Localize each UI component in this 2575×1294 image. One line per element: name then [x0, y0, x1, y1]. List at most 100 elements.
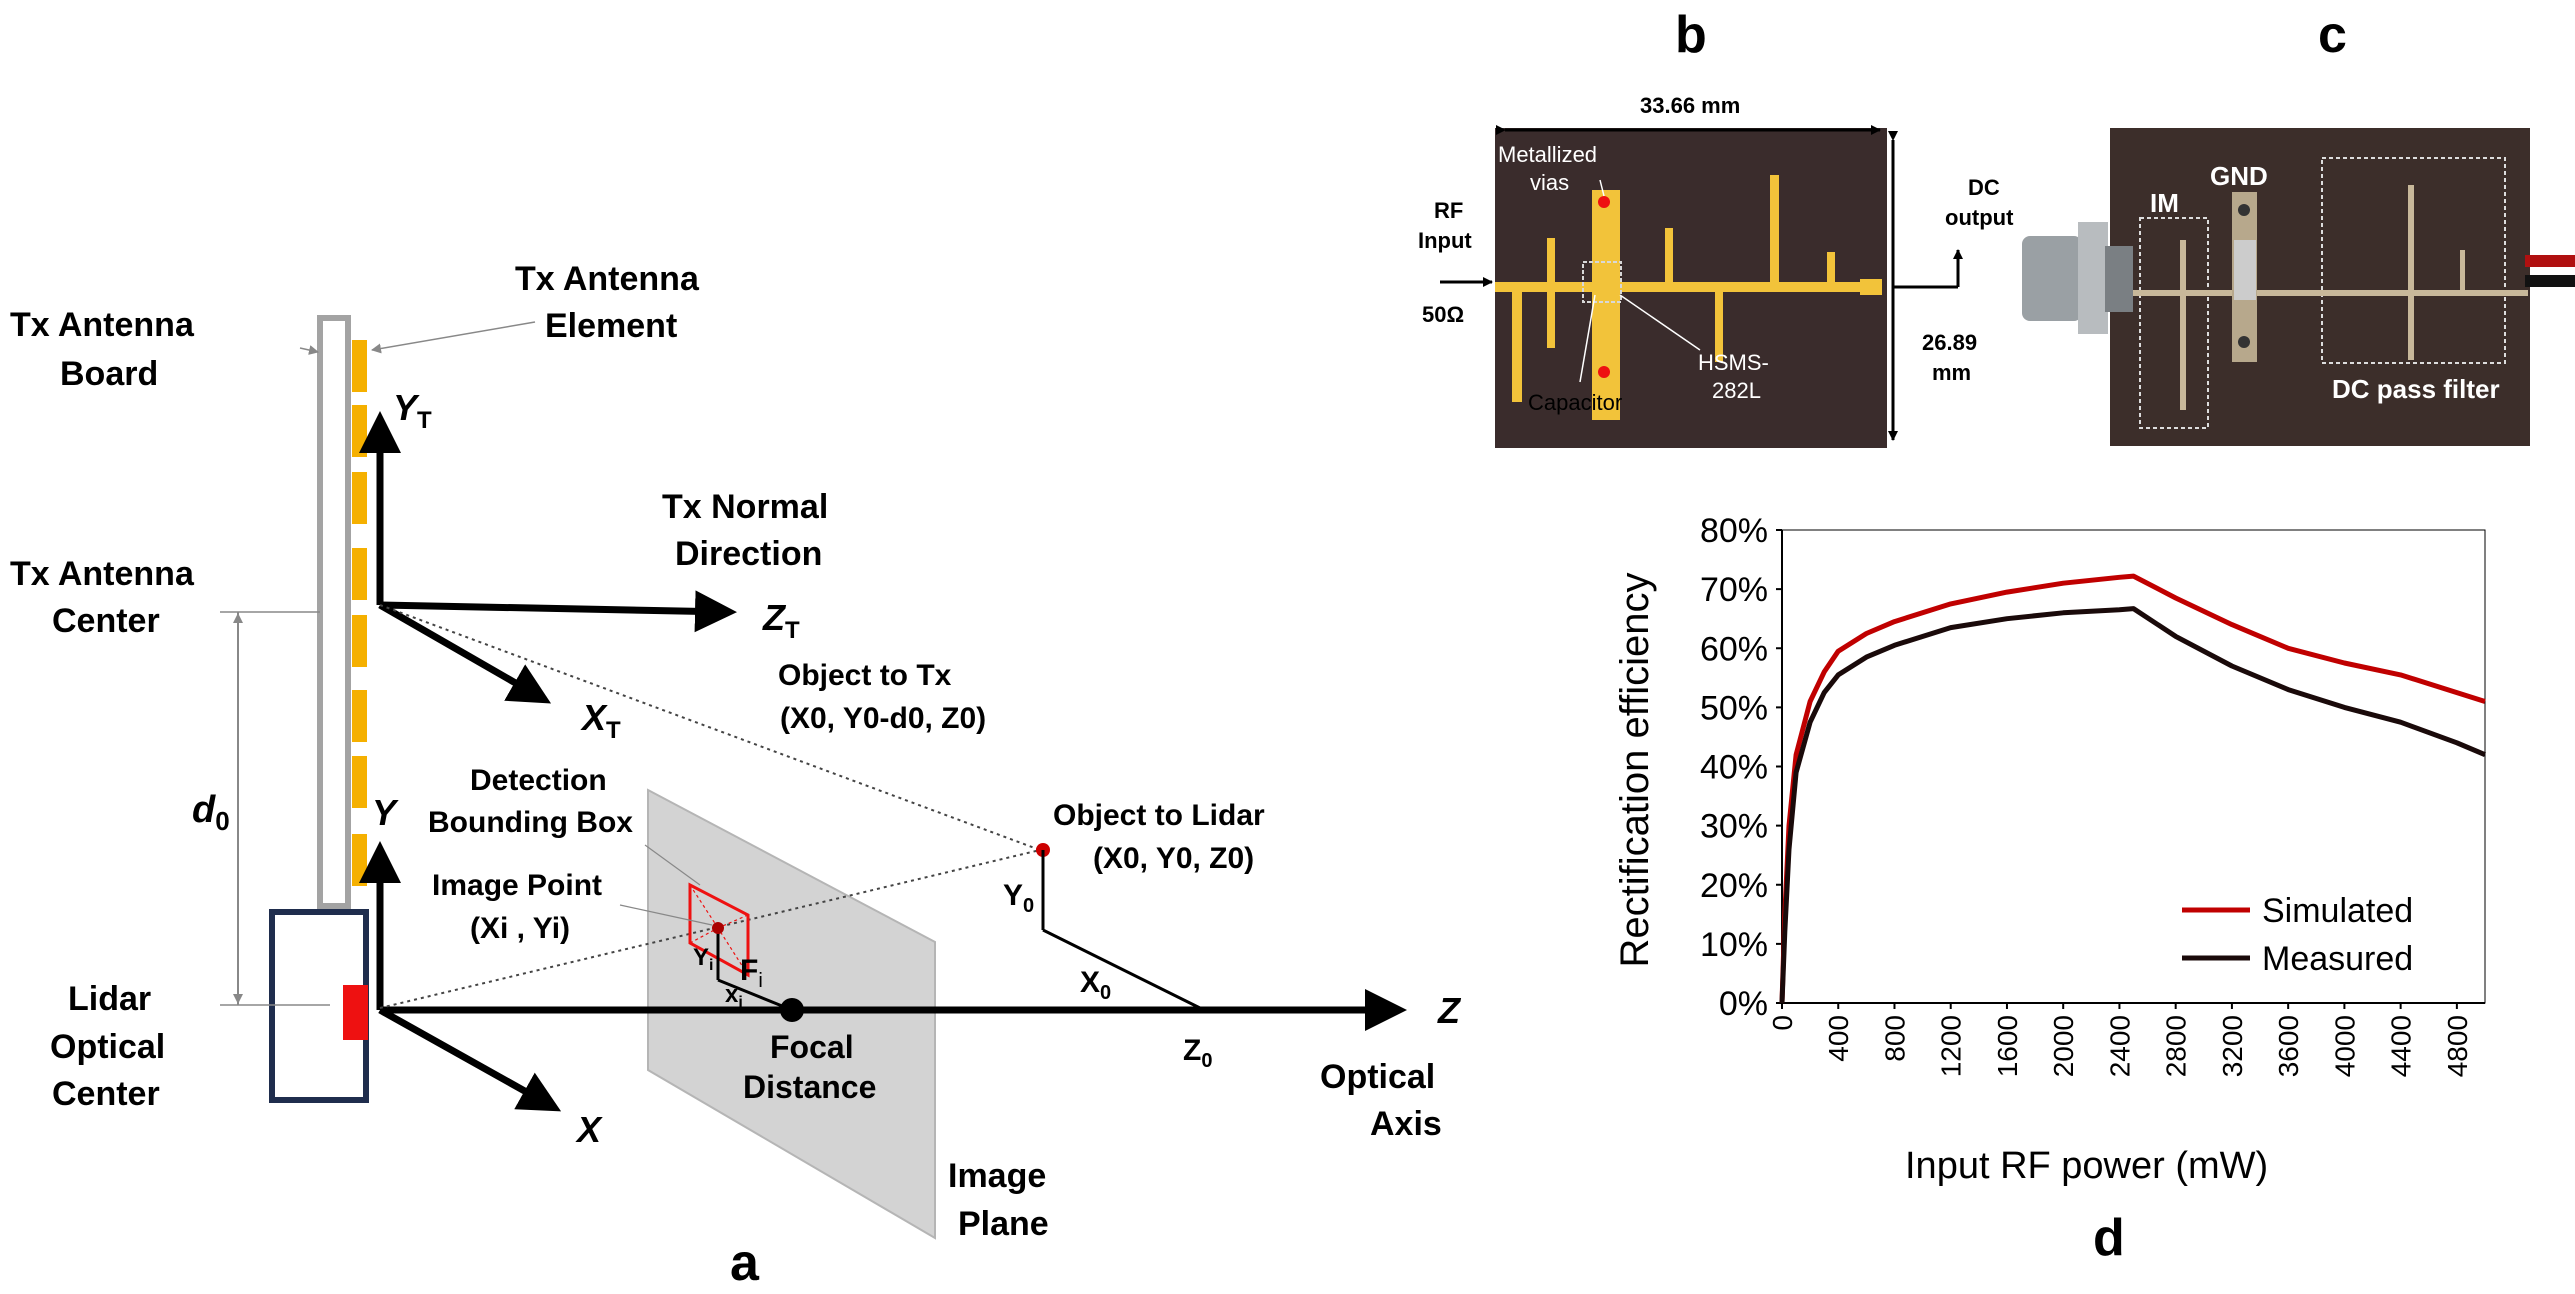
x0-sub: 0: [1100, 982, 1111, 1004]
impedance-label: 50Ω: [1422, 302, 1464, 327]
svg-text:YT: YT: [393, 387, 432, 434]
pcb-width-label: 33.66 mm: [1640, 93, 1740, 118]
series-line-simulated: [1779, 573, 2486, 1004]
y0-label: Y: [1003, 879, 1023, 912]
lidar-label-2: Optical: [50, 1028, 165, 1066]
panel-d-letter: d: [2093, 1209, 2125, 1267]
panel-c-letter: c: [2318, 6, 2347, 64]
axis-x-label: X: [575, 1109, 603, 1150]
pcb-traces: [1495, 175, 1882, 420]
tx-normal-label-1: Tx Normal: [662, 488, 828, 526]
fi-label: F: [740, 954, 758, 987]
im-region: [2139, 217, 2209, 429]
optical-axis-label-1: Optical: [1320, 1058, 1435, 1096]
axis-y-label: Y: [372, 792, 399, 833]
y-tick-label: 30%: [1700, 808, 1768, 846]
y-tick-label: 0%: [1719, 985, 1768, 1023]
tx-center-label-2: Center: [52, 602, 160, 640]
x-tick-label: 1600: [1992, 1015, 2023, 1077]
y-tick-label: 80%: [1700, 512, 1768, 550]
rf-input-label-2: Input: [1418, 228, 1472, 253]
d0-label: d: [192, 789, 216, 831]
fi-sub: i: [758, 970, 762, 992]
y-tick-label: 20%: [1700, 867, 1768, 905]
image-plane-label-1: Image: [948, 1157, 1046, 1195]
focal-label-2: Distance: [743, 1069, 876, 1105]
tx-element-label-2: Element: [545, 307, 677, 345]
svg-text:Image Point(Xi , Yi): Image Point(Xi , Yi): [432, 869, 602, 945]
lidar-label-3: Center: [52, 1075, 160, 1113]
y-axis-title: Rectification efficiency: [1613, 573, 1657, 968]
object-lidar-label-1: Object to Lidar: [1053, 799, 1265, 832]
y-tick-label: 70%: [1700, 571, 1768, 609]
y-tick-label: 40%: [1700, 749, 1768, 787]
optical-axis-label-2: Axis: [1370, 1105, 1442, 1143]
dc-filter-label: DC pass filter: [2332, 374, 2500, 404]
axis-yt-sub: T: [417, 407, 432, 434]
x-tick-label: 4400: [2386, 1015, 2417, 1077]
x-tick-label: 4000: [2329, 1015, 2360, 1077]
panel-c-photo: c IM GND DC pass filter: [2022, 6, 2575, 446]
x-axis-title: Input RF power (mW): [1905, 1145, 2268, 1187]
x-tick-label: 1200: [1936, 1015, 1967, 1077]
object-tx-label-2: (X0, Y0-d0, Z0): [780, 702, 986, 735]
svg-text:HSMS-282L: HSMS-282L: [1698, 350, 1769, 403]
chart-legend: Simulated Measured: [2182, 892, 2413, 978]
axis-yt-label: Y: [393, 387, 420, 428]
panel-a-letter: a: [730, 1234, 760, 1292]
via-bottom: [1598, 366, 1610, 378]
svg-text:XT: XT: [580, 697, 621, 744]
svg-text:X0: X0: [1080, 966, 1111, 1004]
z0-label: Z: [1183, 1034, 1201, 1067]
x-tick-label: 2400: [2104, 1015, 2135, 1077]
lidar-label-1: Lidar: [68, 980, 151, 1018]
object-lidar-label-2: (X0, Y0, Z0): [1093, 842, 1254, 875]
x-tick-label: 400: [1823, 1015, 1854, 1062]
svg-text:Y0: Y0: [1003, 879, 1034, 917]
axis-z-label: Z: [1437, 990, 1462, 1031]
y-tick-label: 60%: [1700, 630, 1768, 668]
axis-zt-sub: T: [785, 617, 800, 644]
via-top: [1598, 196, 1610, 208]
capacitor-label: Capacitor: [1528, 390, 1622, 415]
pcb-height-label-1: 26.89: [1922, 330, 1977, 355]
detection-box-label-1: Detection: [470, 764, 607, 797]
y-tick-labels: 0%10%20%30%40%50%60%70%80%: [1700, 512, 1782, 1023]
x-tick-label: 800: [1879, 1015, 1910, 1062]
d0-sub: 0: [215, 806, 229, 836]
x-tick-label: 4800: [2442, 1015, 2473, 1077]
vias-label-2: vias: [1530, 170, 1569, 195]
axis-xt-sub: T: [606, 717, 621, 744]
x-tick-label: 0: [1767, 1015, 1798, 1031]
focal-label-1: Focal: [770, 1029, 854, 1065]
x-tick-label: 2800: [2161, 1015, 2192, 1077]
focal-point-dot: [780, 998, 804, 1022]
axis-zt-label: Z: [762, 597, 787, 638]
svg-text:Object to Lidar(X0, Y0, Z0): Object to Lidar (X0, Y0, Z0): [1053, 799, 1265, 875]
detection-box-label-2: Bounding Box: [428, 806, 633, 839]
svg-text:xi: xi: [725, 981, 743, 1011]
tx-antenna-elements: [352, 340, 367, 886]
y-tick-label: 10%: [1700, 926, 1768, 964]
yi-sub: i: [709, 957, 713, 974]
y0-sub: 0: [1023, 895, 1034, 917]
tx-board-label-2: Board: [60, 355, 158, 393]
xi-label: x: [725, 981, 739, 1008]
sma-connector: [2022, 222, 2133, 334]
tx-normal-label-2: Direction: [675, 535, 822, 573]
vias-label-1: Metallized: [1498, 142, 1597, 167]
z0-sub: 0: [1201, 1050, 1212, 1072]
dc-filter-region: [2321, 157, 2506, 364]
svg-text:Fi: Fi: [740, 954, 763, 992]
image-point-label-1: Image Point: [432, 869, 602, 902]
yi-label: Y: [693, 944, 709, 971]
